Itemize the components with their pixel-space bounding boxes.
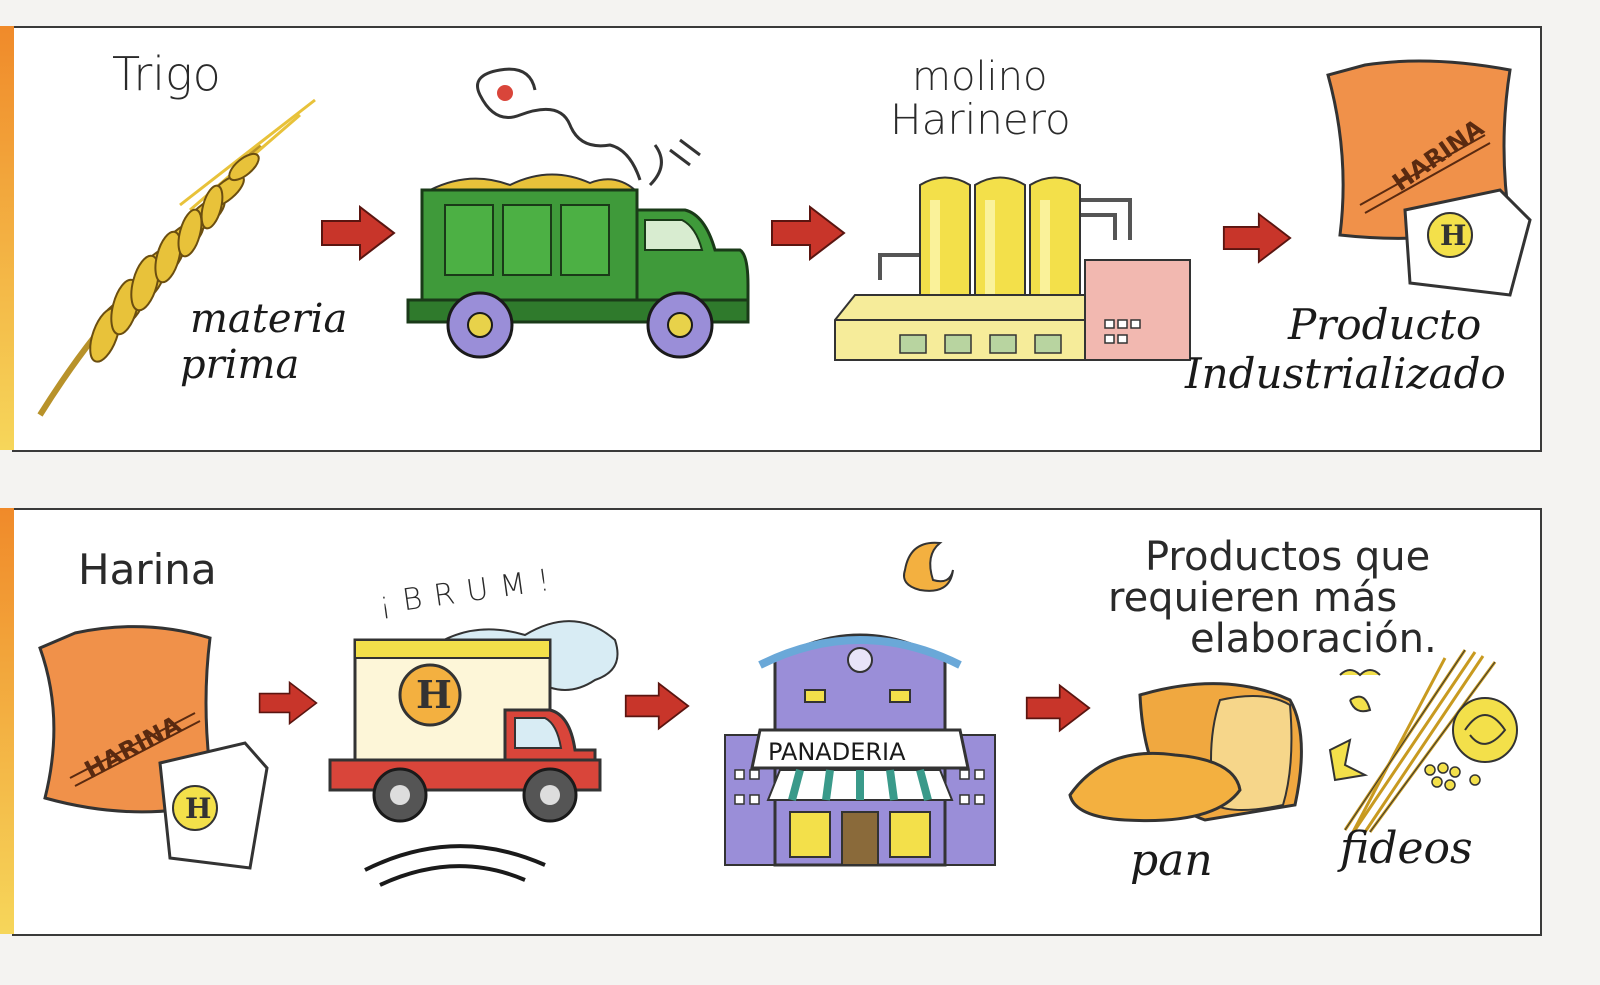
fideos-caption: fideos	[1340, 823, 1473, 874]
bottom-edge-strip	[0, 508, 14, 934]
flour-sack-icon: HARINA H	[38, 625, 269, 870]
molino-title: molino	[912, 54, 1048, 100]
arrow-right-icon	[258, 680, 318, 726]
brand-letter: H	[185, 792, 211, 825]
bakery-sign-text: PANADERIA	[768, 738, 906, 766]
industrializado-caption: Industrializado	[1185, 349, 1506, 398]
arrow-right-icon	[1222, 212, 1292, 264]
croissant-icon	[903, 541, 954, 592]
brand-letter: H	[416, 672, 452, 717]
products-heading-line-3: elaboración.	[1190, 616, 1437, 662]
flour-sack-icon: HARINA H	[1326, 59, 1532, 297]
top-edge-strip	[0, 26, 14, 450]
wheat-icon	[37, 98, 316, 417]
arrow-right-icon	[321, 205, 396, 261]
trigo-title: Trigo	[112, 47, 221, 101]
arrow-right-icon	[771, 205, 846, 261]
brand-letter: H	[1440, 219, 1466, 252]
products-heading-line-1: Productos que	[1145, 534, 1431, 580]
materia-caption: materia	[190, 296, 348, 342]
prima-caption: prima	[180, 342, 300, 388]
arrow-right-icon	[624, 681, 690, 731]
bread-icon	[1068, 682, 1303, 823]
products-heading-line-2: requieren más	[1108, 575, 1398, 621]
pasta-icon	[1328, 649, 1518, 833]
harina-title: Harina	[78, 545, 217, 594]
green-truck-icon	[406, 67, 750, 359]
bakery-icon: PANADERIA	[724, 633, 996, 867]
flour-mill-icon	[834, 176, 1191, 361]
pan-caption: pan	[1130, 835, 1213, 886]
arrow-right-icon	[1025, 683, 1091, 733]
producto-caption: Producto	[1288, 300, 1482, 349]
harinero-title: Harinero	[890, 95, 1071, 144]
red-truck-icon: H	[328, 620, 619, 887]
